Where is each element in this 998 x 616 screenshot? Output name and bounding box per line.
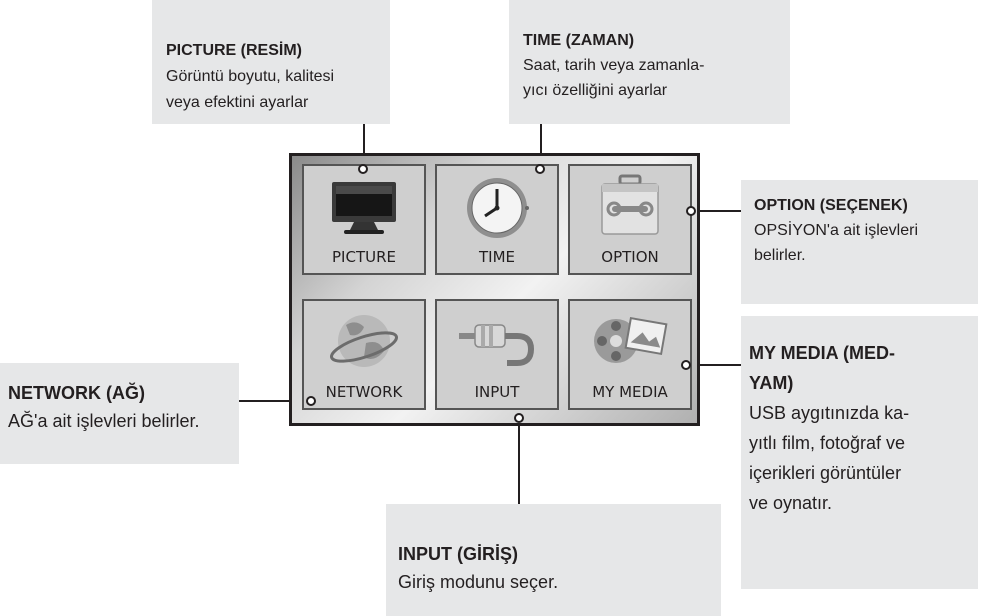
connector-line-mymedia (690, 364, 741, 366)
callout-title: PICTURE (RESİM) (166, 42, 302, 59)
menu-tile-mymedia[interactable]: MY MEDIA (568, 299, 692, 410)
menu-tile-label: NETWORK (325, 383, 403, 401)
callout-desc-line: veya efektini ayarlar (166, 94, 309, 111)
callout-desc-line: yıcı özelliğini ayarlar (523, 82, 668, 99)
callout-desc-line: içerikleri görüntüler (749, 463, 902, 483)
callout-input: INPUT (GİRİŞ) Giriş modunu seçer. (386, 504, 721, 616)
callout-desc-line: Saat, tarih veya zamanla- (523, 57, 705, 74)
menu-tile-input[interactable]: INPUT (435, 299, 559, 410)
callout-desc-line: AĞ'a ait işlevleri belirler. (8, 411, 200, 431)
connector-line-input (518, 420, 520, 504)
callout-title: MY MEDIA (MED- (749, 343, 895, 363)
toolbox-icon (570, 172, 690, 242)
callout-desc-line: ve oynatır. (749, 493, 833, 513)
callout-desc-line: Giriş modunu seçer. (398, 572, 559, 592)
connector-dot-input (514, 413, 524, 423)
callout-desc-line: OPSİYON'a ait işlevleri (754, 222, 918, 239)
connector-line-option (695, 210, 741, 212)
callout-title: NETWORK (AĞ) (8, 383, 145, 403)
callout-title: YAM) (749, 373, 794, 393)
callout-title: INPUT (GİRİŞ) (398, 544, 518, 564)
connector-line-picture (363, 124, 365, 170)
connector-dot-mymedia (681, 360, 691, 370)
callout-desc-line: belirler. (754, 247, 806, 264)
menu-tile-option[interactable]: OPTION (568, 164, 692, 275)
film-photo-icon (570, 307, 690, 377)
connector-line-time (540, 124, 542, 170)
menu-tile-label: MY MEDIA (592, 383, 668, 401)
menu-tile-network[interactable]: NETWORK (302, 299, 426, 410)
menu-tile-label: PICTURE (332, 248, 396, 266)
globe-icon (304, 307, 424, 377)
callout-option: OPTION (SEÇENEK) OPSİYON'a ait işlevleri… (741, 180, 978, 304)
callout-desc-line: USB aygıtınızda ka- (749, 403, 910, 423)
menu-tile-picture[interactable]: PICTURE (302, 164, 426, 275)
menu-tile-label: OPTION (601, 248, 659, 266)
menu-tile-time[interactable]: TIME (435, 164, 559, 275)
callout-desc-line: yıtlı film, fotoğraf ve (749, 433, 906, 453)
callout-desc-line: Görüntü boyutu, kalitesi (166, 68, 335, 85)
callout-title: OPTION (SEÇENEK) (754, 197, 908, 214)
connector-dot-network (306, 396, 316, 406)
connector-line-network (239, 400, 310, 402)
callout-time: TIME (ZAMAN) Saat, tarih veya zamanla- y… (509, 0, 790, 124)
clock-icon (437, 172, 557, 242)
connector-dot-option (686, 206, 696, 216)
connector-dot-time (535, 164, 545, 174)
callout-title: TIME (ZAMAN) (523, 32, 635, 49)
menu-tile-label: TIME (478, 248, 515, 266)
menu-tile-label: INPUT (474, 383, 520, 401)
callout-picture: PICTURE (RESİM) Görüntü boyutu, kalitesi… (152, 0, 390, 124)
callout-network: NETWORK (AĞ) AĞ'a ait işlevleri belirler… (0, 363, 239, 464)
connector-dot-picture (358, 164, 368, 174)
tv-monitor-icon (304, 172, 424, 242)
home-menu-panel: PICTURE TIME OPTION (289, 153, 700, 426)
callout-mymedia: MY MEDIA (MED- YAM) USB aygıtınızda ka- … (741, 316, 978, 589)
input-plug-icon (437, 307, 557, 377)
